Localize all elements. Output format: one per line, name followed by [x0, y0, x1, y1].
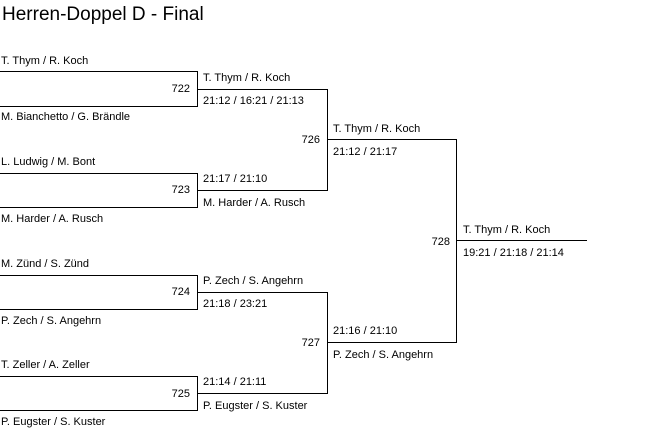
round1-team-bottom: M. Harder / A. Rusch — [1, 213, 104, 225]
round1-team-bottom: P. Eugster / S. Kuster — [1, 416, 106, 428]
bracket-line — [197, 393, 328, 394]
bracket-line — [0, 71, 198, 72]
bracket-line — [327, 89, 328, 191]
round3-winner: P. Zech / S. Angehrn — [333, 349, 434, 361]
round2-winner: P. Zech / S. Angehrn — [203, 275, 304, 287]
bracket-line — [0, 275, 198, 276]
bracket-line — [0, 173, 198, 174]
match-number: 725 — [171, 388, 190, 400]
round1-team-top: M. Zünd / S. Zünd — [1, 258, 90, 270]
round2-winner: M. Harder / A. Rusch — [203, 197, 306, 209]
bracket-line — [0, 106, 198, 107]
bracket-line — [197, 89, 328, 90]
match-number: 726 — [301, 134, 320, 146]
round1-team-top: T. Thym / R. Koch — [1, 55, 89, 67]
bracket-line — [0, 309, 198, 310]
round2-winner: P. Eugster / S. Kuster — [203, 400, 308, 412]
final-winner: T. Thym / R. Koch — [463, 224, 551, 236]
match-number: 723 — [171, 184, 190, 196]
round3-winner: T. Thym / R. Koch — [333, 123, 421, 135]
bracket-line — [0, 410, 198, 411]
bracket-line-final — [456, 240, 587, 241]
match-number: 727 — [301, 337, 320, 349]
round2-score: 21:17 / 21:10 — [203, 173, 268, 185]
bracket-line — [197, 292, 328, 293]
round1-team-top: T. Zeller / A. Zeller — [1, 359, 90, 371]
bracket-line — [327, 139, 457, 140]
round2-winner: T. Thym / R. Koch — [203, 72, 291, 84]
bracket-line — [0, 376, 198, 377]
match-number: 722 — [171, 83, 190, 95]
round1-team-top: L. Ludwig / M. Bont — [1, 156, 96, 168]
round1-team-bottom: P. Zech / S. Angehrn — [1, 315, 102, 327]
round2-score: 21:18 / 23:21 — [203, 298, 268, 310]
page-title: Herren-Doppel D - Final — [2, 4, 204, 25]
round3-score: 21:16 / 21:10 — [333, 325, 398, 337]
round3-score: 21:12 / 21:17 — [333, 146, 398, 158]
bracket-line — [456, 139, 457, 343]
bracket-line — [0, 207, 198, 208]
bracket-line — [327, 292, 328, 394]
bracket-line — [197, 190, 328, 191]
match-number: 724 — [171, 286, 190, 298]
match-number: 728 — [431, 236, 450, 248]
round2-score: 21:14 / 21:11 — [203, 376, 267, 388]
final-score: 19:21 / 21:18 / 21:14 — [463, 247, 564, 259]
round2-score: 21:12 / 16:21 / 21:13 — [203, 95, 304, 107]
round1-team-bottom: M. Bianchetto / G. Brändle — [1, 111, 131, 123]
bracket-line — [327, 342, 457, 343]
